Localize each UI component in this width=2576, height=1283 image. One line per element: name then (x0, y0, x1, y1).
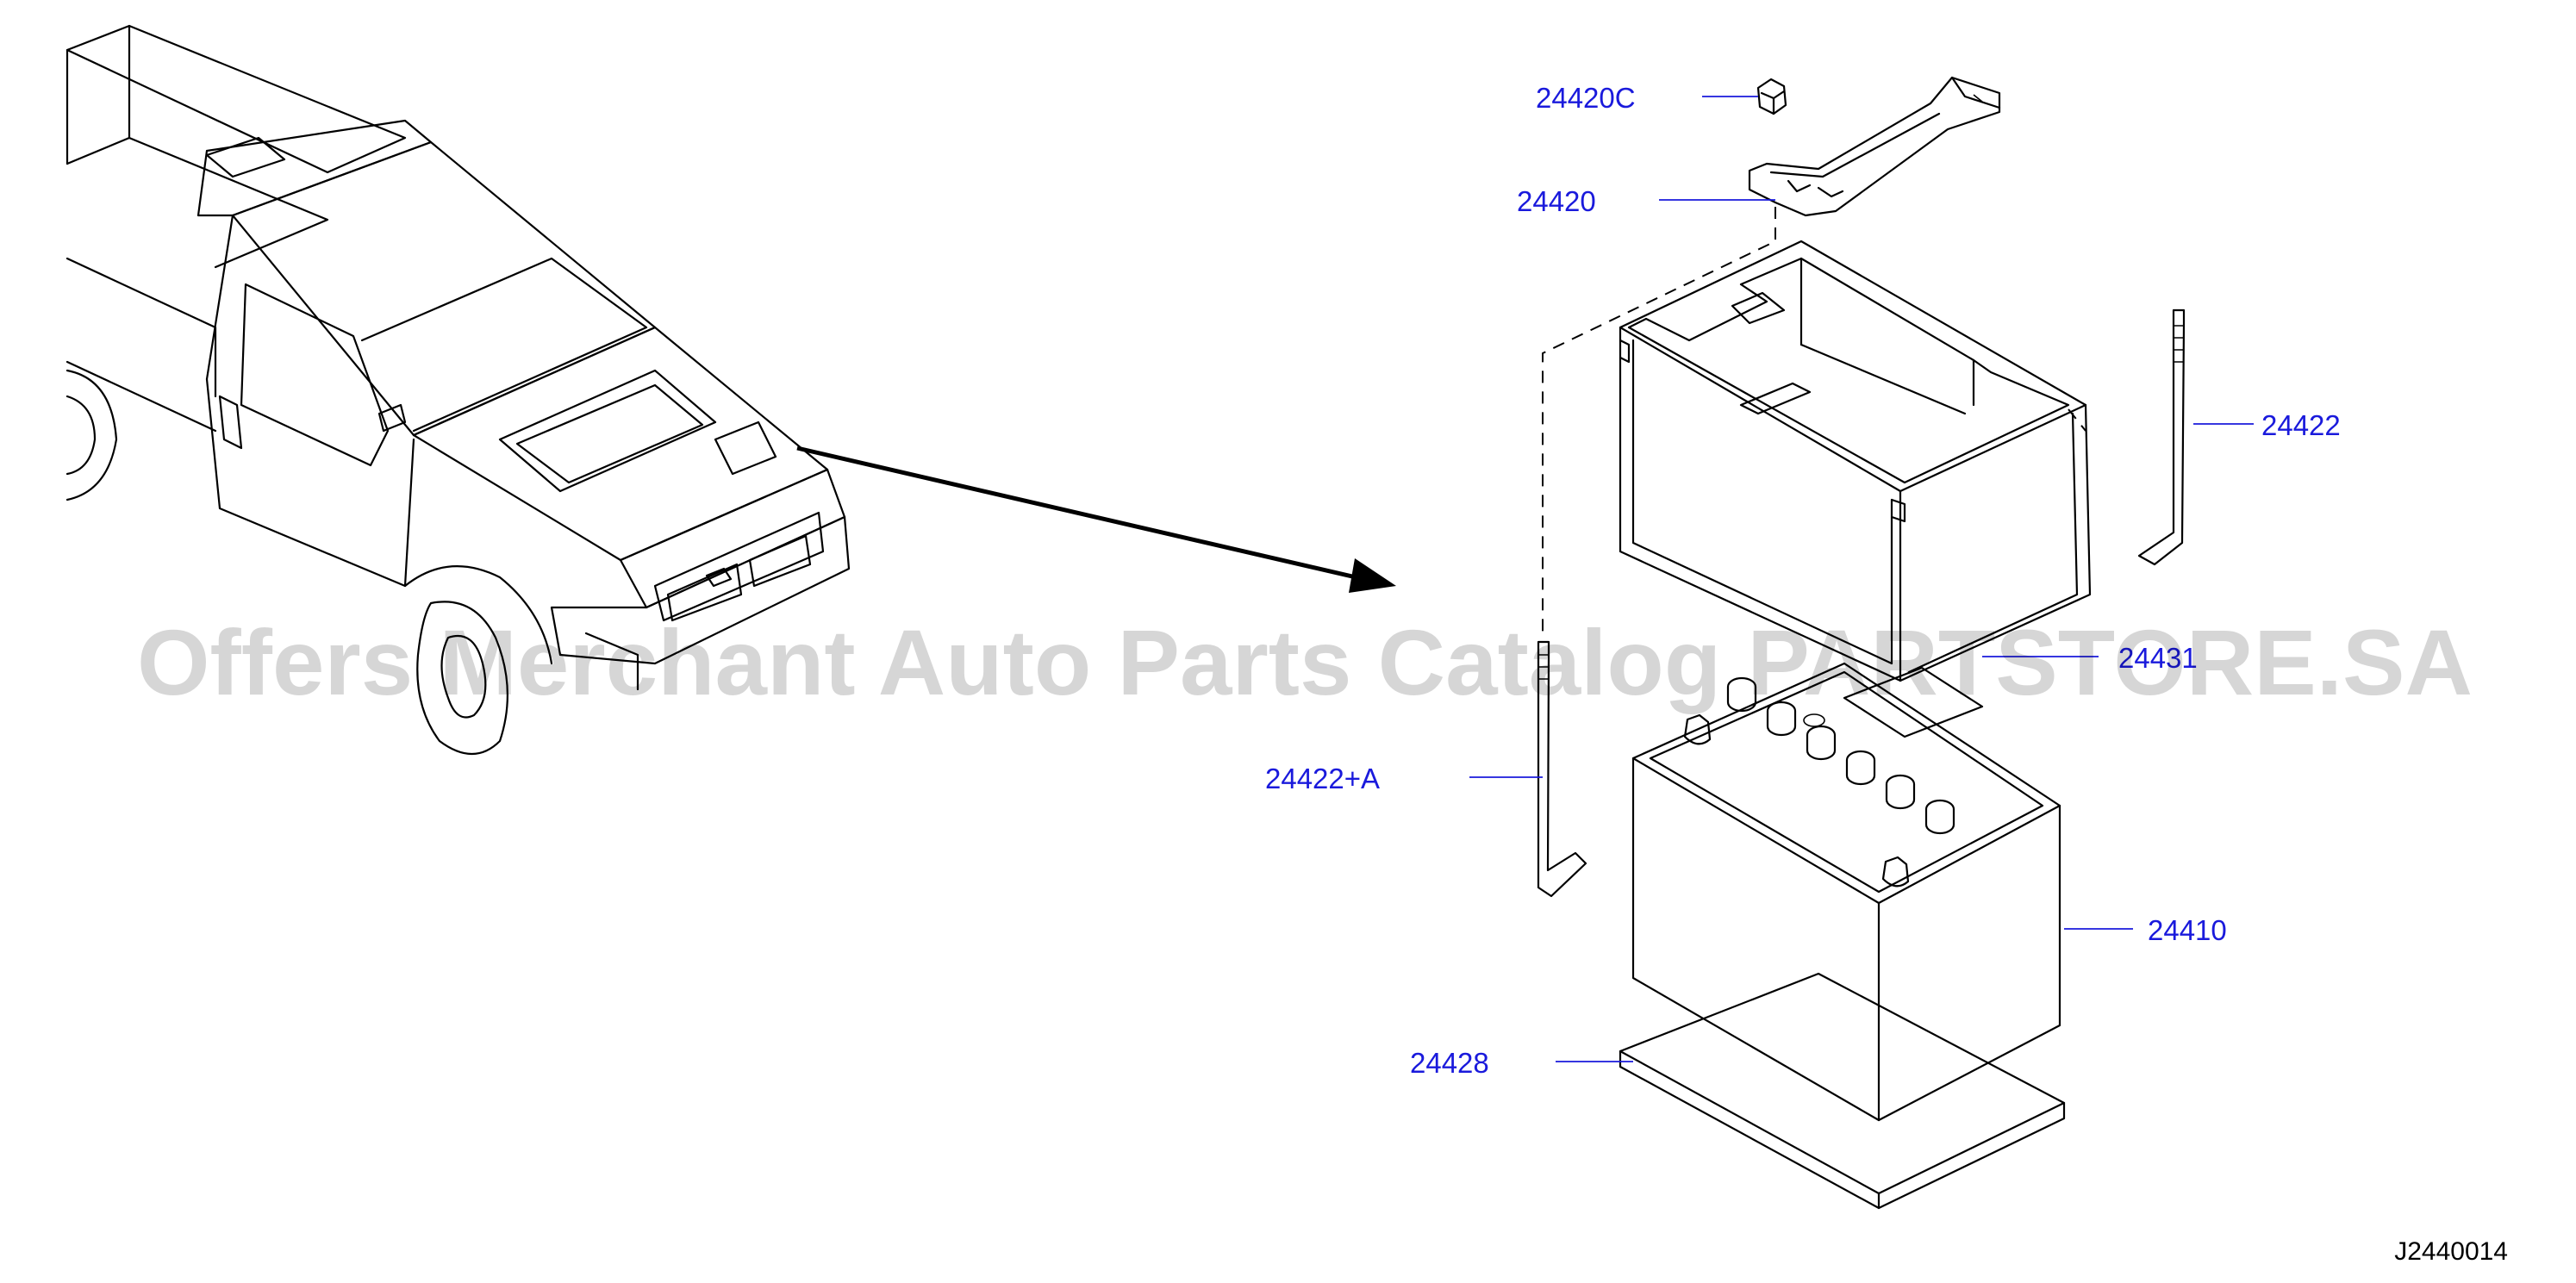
assembly-dashed-lines (1542, 207, 2086, 638)
battery-rod-right (2137, 308, 2186, 566)
leader-lines (1469, 96, 2254, 1062)
battery-frame-clamp (1748, 76, 2001, 217)
pickup-truck-illustration (65, 24, 851, 756)
battery-cover (1619, 240, 2092, 682)
battery-tray (1619, 972, 2066, 1210)
watermark-text: Offers Merchant Auto Parts Catalog PARTS… (137, 610, 2473, 714)
callout-24428: 24428 (1410, 1047, 1489, 1079)
callout-24420C: 24420C (1536, 82, 1636, 114)
callout-24410: 24410 (2148, 914, 2227, 946)
callout-24422A: 24422+A (1265, 763, 1380, 794)
callout-24431: 24431 (2118, 642, 2198, 674)
battery-rod-left (1537, 640, 1587, 898)
location-arrow (796, 445, 1396, 593)
diagram-reference-code: J2440014 (2394, 1237, 2508, 1266)
vent-caps (1726, 676, 1955, 835)
callout-24422: 24422 (2261, 409, 2341, 441)
battery (1631, 662, 2061, 1122)
callout-24420: 24420 (1517, 185, 1596, 217)
